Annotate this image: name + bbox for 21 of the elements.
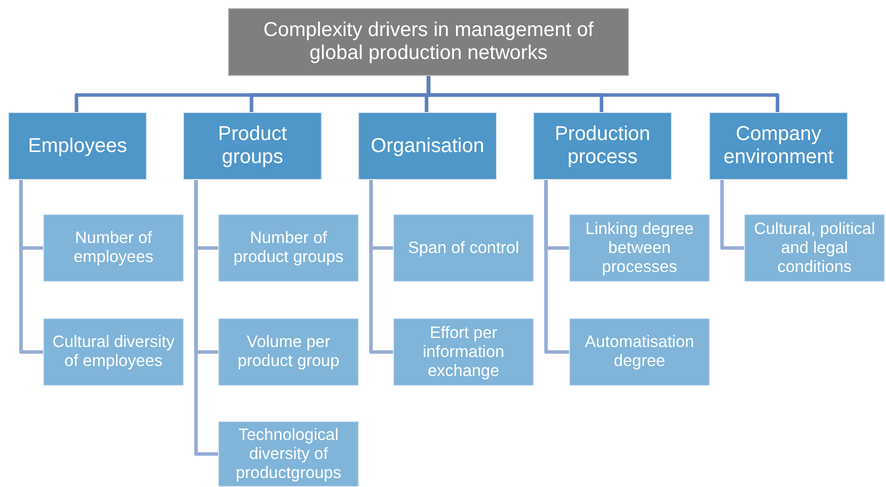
category-box: Employees xyxy=(8,112,147,180)
driver-box: Cultural, political and legal conditions xyxy=(744,214,885,282)
connector-line xyxy=(369,180,393,354)
driver-box: Automatisation degree xyxy=(569,318,710,386)
category-box: Company environment xyxy=(709,112,848,180)
driver-box: Volume per product group xyxy=(218,318,359,386)
driver-box: Technological diversity of productgroups xyxy=(218,421,359,487)
connector-line xyxy=(194,180,218,456)
driver-box: Cultural diversity of employees xyxy=(43,318,184,386)
category-box: Organisation xyxy=(358,112,497,180)
driver-box: Span of control xyxy=(393,214,534,282)
driver-box: Number of employees xyxy=(43,214,184,282)
connector-line xyxy=(720,180,744,250)
category-box: Production process xyxy=(533,112,672,180)
connector-line xyxy=(19,180,43,354)
connector-line xyxy=(544,180,569,354)
category-box: Product groups xyxy=(183,112,322,180)
driver-box: Effort per information exchange xyxy=(393,318,534,386)
driver-box: Linking degree between processes xyxy=(569,214,710,282)
driver-box: Number of product groups xyxy=(218,214,359,282)
root-box: Complexity drivers in management of global production networks xyxy=(228,8,629,76)
